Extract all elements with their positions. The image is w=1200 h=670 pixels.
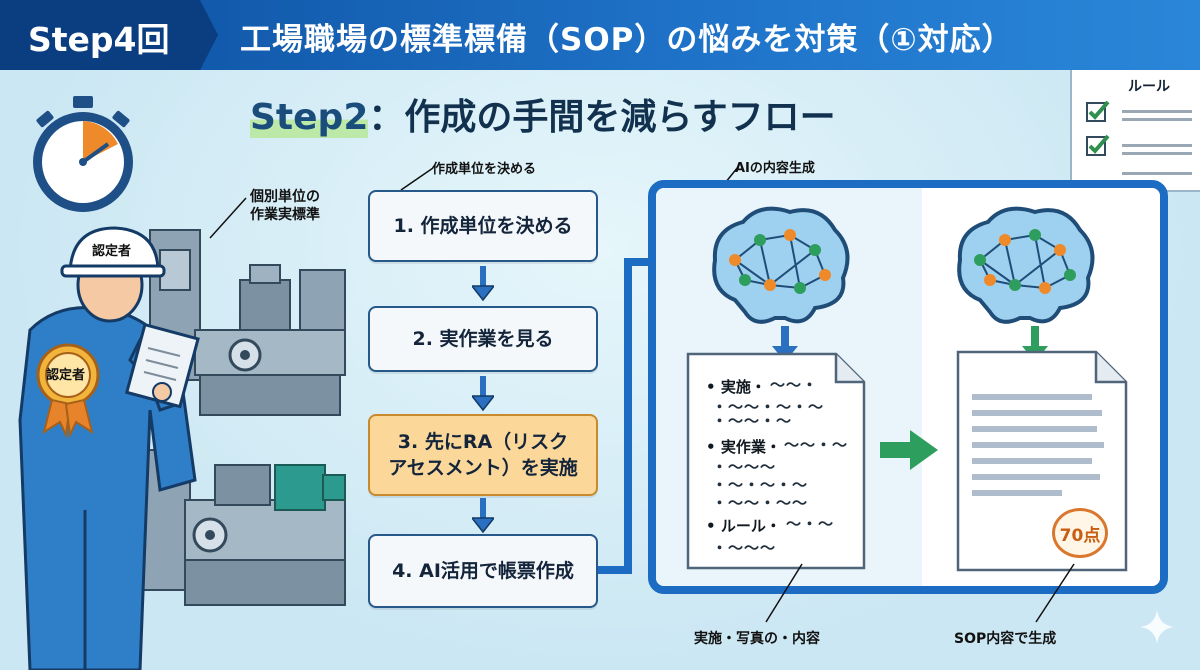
flow-step-4: 4. AI活用で帳票作成 bbox=[368, 534, 598, 608]
handwriting-squiggle: ・〜〜・〜・〜 bbox=[712, 398, 825, 416]
bottom-right-label: SOP内容で生成 bbox=[954, 631, 1057, 647]
handwriting-squiggle: 〜〜・ bbox=[770, 376, 819, 394]
draft-document bbox=[686, 352, 866, 570]
bottom-left-label: 実施・写真の・内容 bbox=[694, 631, 820, 647]
step-badge-label: Step4回 bbox=[28, 20, 170, 59]
checkmark-icon bbox=[1086, 134, 1110, 156]
arrow-right-icon bbox=[880, 430, 938, 470]
doc-item: • 実施・ bbox=[706, 378, 766, 396]
rule-row bbox=[1086, 100, 1196, 122]
handwriting-squiggle: 〜・〜 bbox=[786, 515, 835, 533]
rules-card: ルール bbox=[1070, 70, 1200, 192]
page-title: 工場職場の標準標備（SOP）の悩みを対策（①対応） bbox=[240, 22, 1014, 58]
flow-top-label: 作成単位を決める bbox=[432, 162, 537, 177]
pointer-line bbox=[765, 563, 803, 623]
rule-row bbox=[1086, 166, 1196, 188]
pointer-line bbox=[400, 167, 434, 191]
pointer-line bbox=[209, 197, 247, 239]
subtitle-text: ：作成の手間を減らすフロー bbox=[368, 97, 836, 138]
flow-step-2: 2. 実作業を見る bbox=[368, 306, 598, 372]
doc-item: • 実作業・ bbox=[706, 438, 781, 456]
arrow-down-icon bbox=[472, 266, 494, 302]
section-subtitle: Step2：作成の手間を減らすフロー bbox=[250, 88, 836, 140]
checkmark-icon bbox=[1086, 100, 1110, 122]
ai-panel-label: AIの内容生成 bbox=[735, 161, 815, 176]
handwriting-squiggle: 〜〜・〜 bbox=[784, 436, 849, 454]
step-badge: Step4回 bbox=[0, 0, 218, 70]
handwriting-squiggle: ・〜〜〜 bbox=[712, 539, 777, 557]
rules-card-title: ルール bbox=[1128, 79, 1170, 95]
sparkle-icon bbox=[1140, 610, 1174, 644]
header-bar: Step4回 工場職場の標準標備（SOP）の悩みを対策（①対応） bbox=[0, 0, 1200, 70]
lathe-machine-bottom bbox=[139, 449, 346, 606]
handwriting-squiggle: ・〜・〜・〜 bbox=[712, 476, 809, 494]
brain-network-icon bbox=[957, 206, 1095, 324]
arrow-down-icon bbox=[472, 376, 494, 412]
flow-step-3: 3. 先にRA（リスク アセスメント）を実施 bbox=[368, 414, 598, 496]
brain-network-icon bbox=[712, 206, 850, 324]
score-stamp: 70点 bbox=[1052, 508, 1108, 558]
subtitle-step: Step2 bbox=[250, 97, 369, 138]
handwriting-squiggle: ・〜〜・〜〜 bbox=[712, 494, 809, 512]
flow-step-1: 1. 作成単位を決める bbox=[368, 190, 598, 262]
handwriting-squiggle: ・〜〜〜 bbox=[712, 458, 777, 476]
helmet-label: 認定者 bbox=[92, 244, 132, 259]
rule-row bbox=[1086, 134, 1196, 156]
badge-label: 認定者 bbox=[46, 368, 86, 383]
stopwatch-icon bbox=[33, 96, 133, 212]
doc-item: • ルール・ bbox=[706, 517, 781, 535]
pointer-line bbox=[1035, 563, 1075, 623]
unit-label: 個別単位の 作業実標準 bbox=[250, 189, 320, 223]
arrow-down-icon bbox=[472, 498, 494, 534]
handwriting-squiggle: ・〜〜・〜 bbox=[712, 412, 793, 430]
certified-worker-illustration bbox=[18, 226, 200, 670]
